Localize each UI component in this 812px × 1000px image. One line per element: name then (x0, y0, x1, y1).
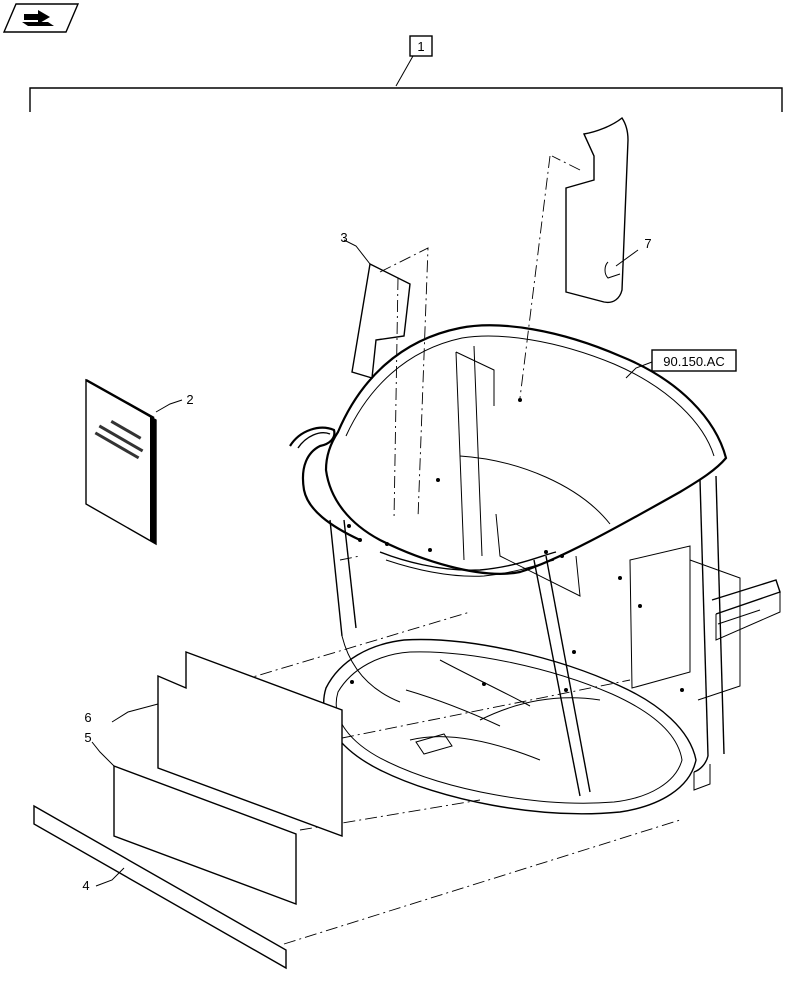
callout-2-label: 2 (186, 392, 193, 407)
part-4-strip (33, 804, 287, 970)
callout-3[interactable]: 3 (340, 230, 347, 245)
callout-6-label: 6 (84, 710, 91, 725)
callout-4[interactable]: 4 (82, 878, 89, 893)
part-3-panel (343, 239, 411, 379)
cab-frame (289, 324, 781, 815)
callout-7[interactable]: 7 (644, 236, 651, 251)
callout-1[interactable]: 1 (29, 35, 783, 112)
reference-90-150-ac[interactable]: 90.150.AC (625, 349, 737, 379)
callout-5-label: 5 (84, 730, 91, 745)
part-7-panel (565, 116, 639, 304)
callout-7-label: 7 (644, 236, 651, 251)
callout-3-label: 3 (340, 230, 347, 245)
part-2-manual (85, 378, 183, 546)
callout-1-label: 1 (417, 39, 424, 54)
callout-6[interactable]: 6 (84, 710, 91, 725)
callout-5[interactable]: 5 (84, 730, 91, 745)
reference-label: 90.150.AC (663, 354, 724, 369)
callout-4-label: 4 (82, 878, 89, 893)
part-6-panel (111, 650, 343, 838)
callout-2[interactable]: 2 (186, 392, 193, 407)
flag-icon[interactable] (2, 3, 80, 33)
part-5-panel (91, 741, 297, 906)
